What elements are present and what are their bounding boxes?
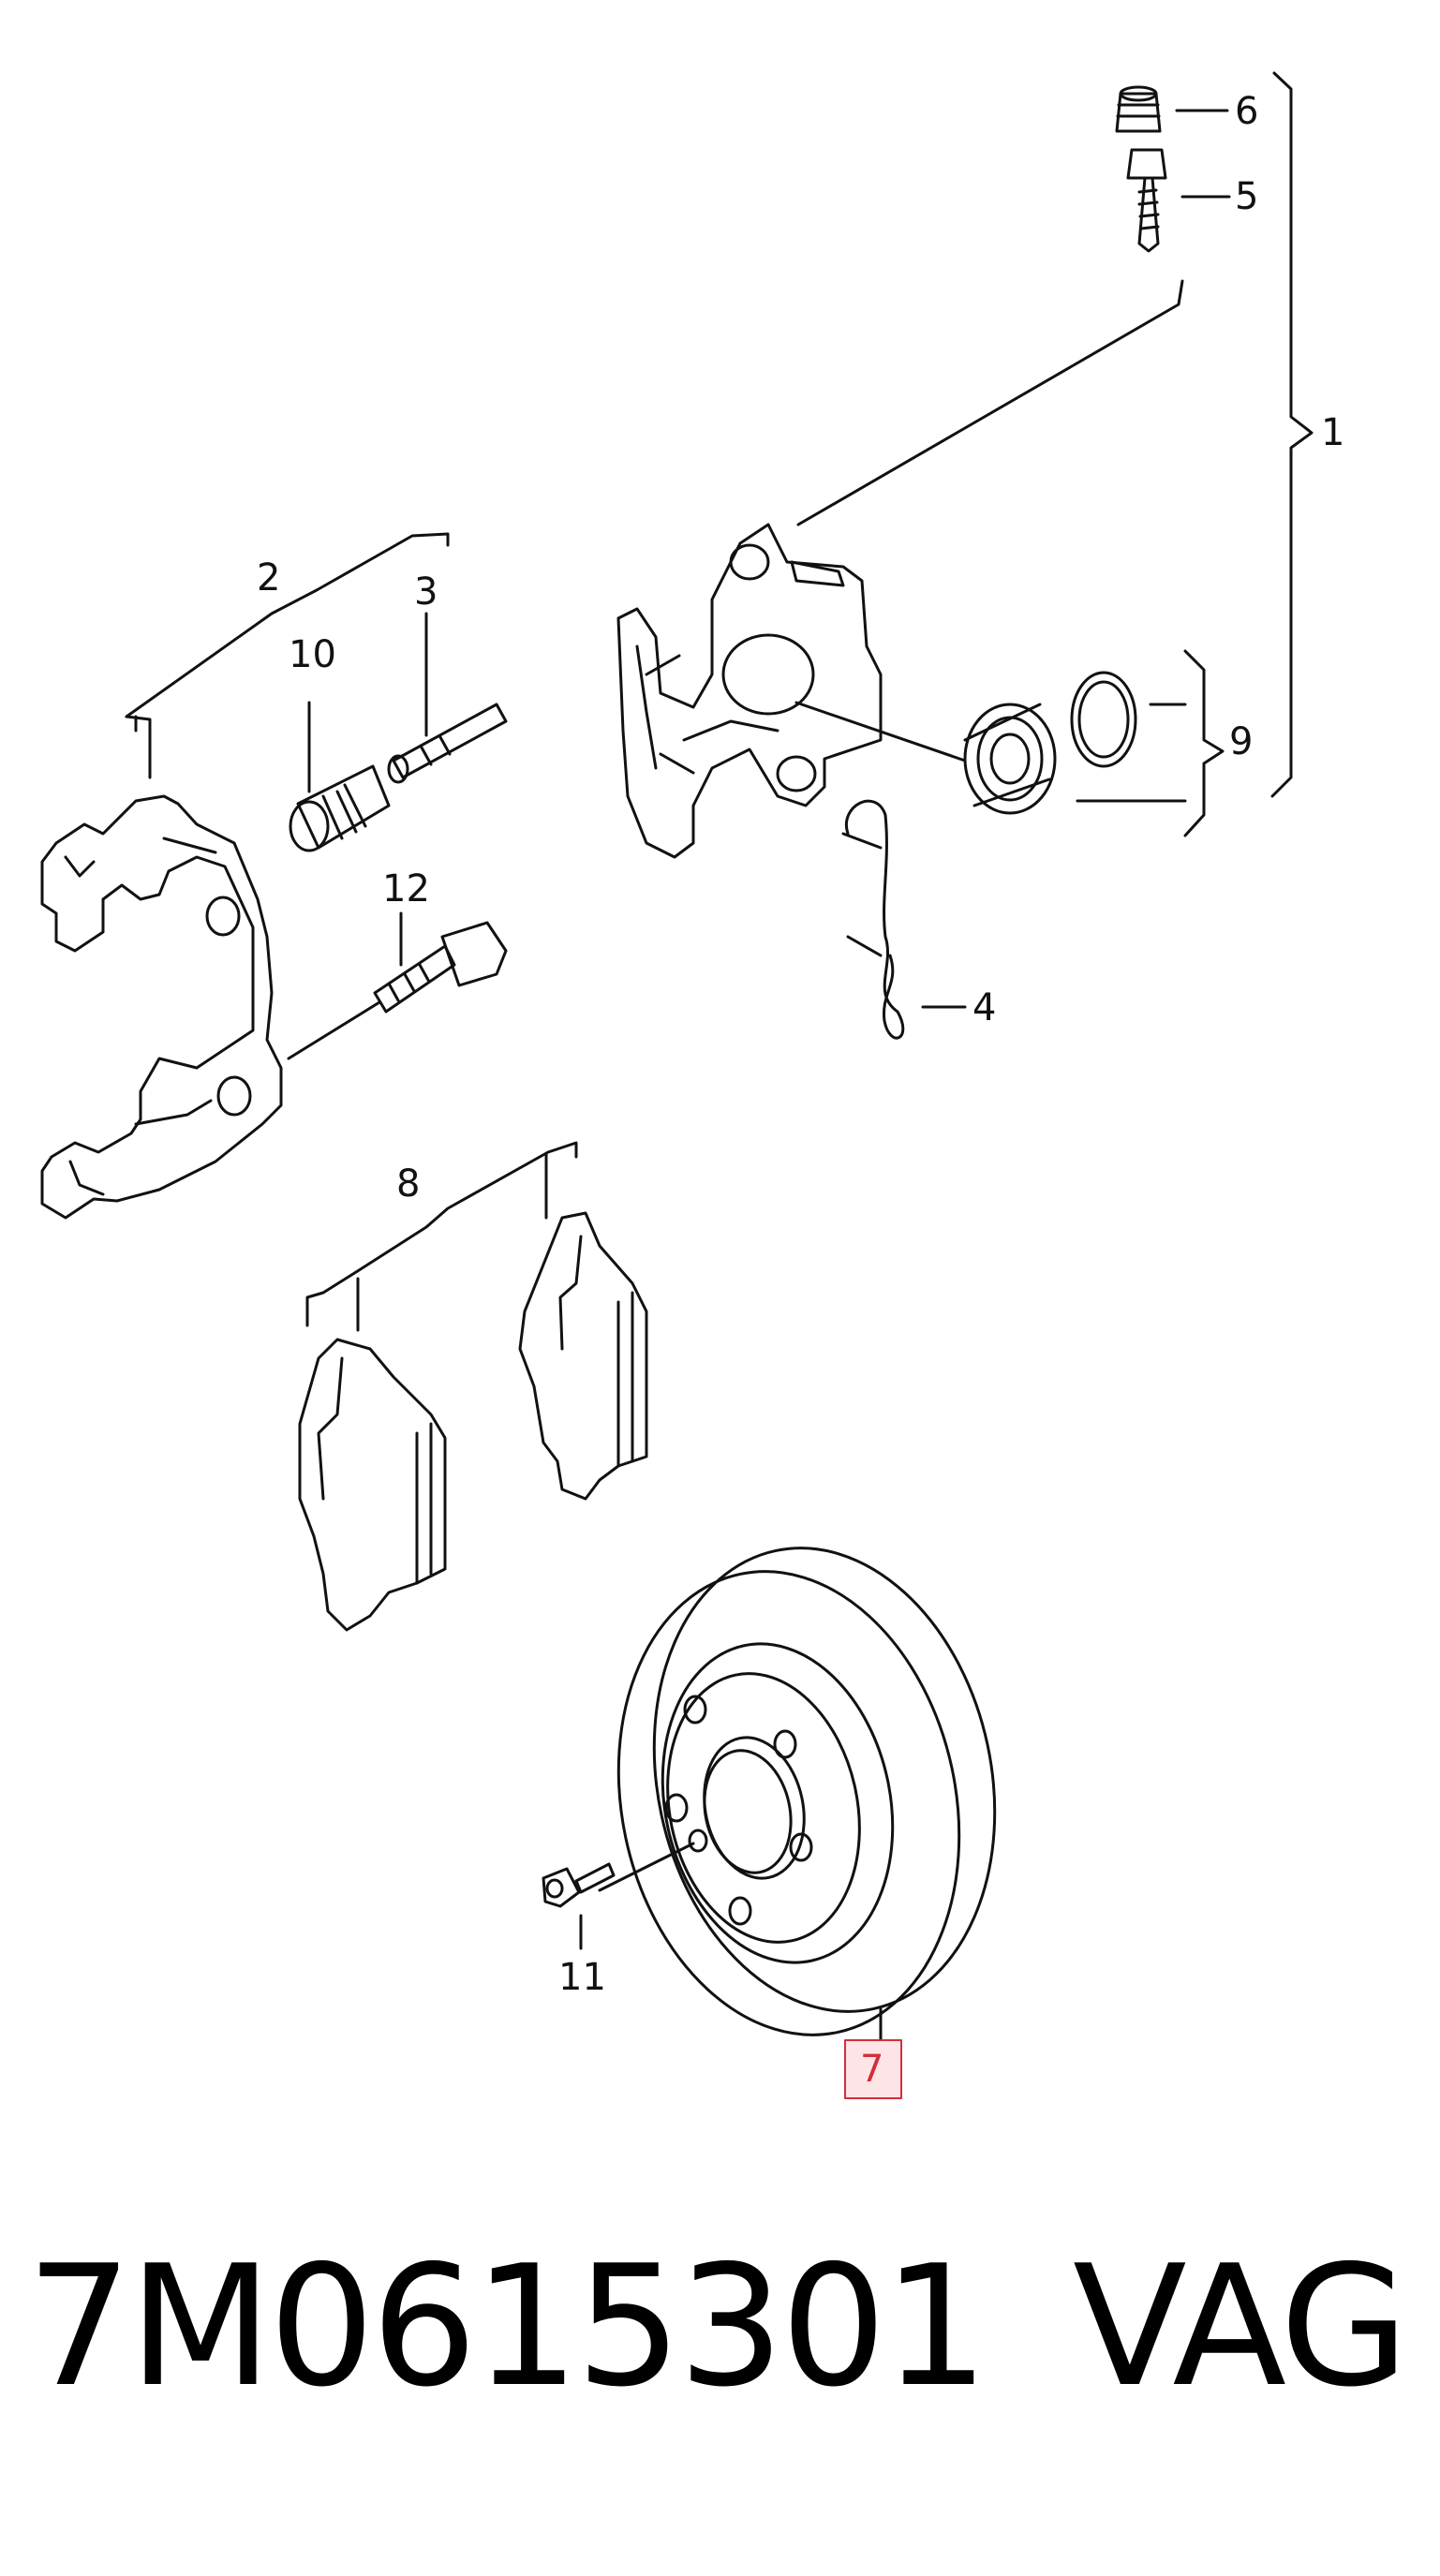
highlight-box-callout-7: [844, 2039, 902, 2099]
bracket-assembly-1: [1270, 71, 1314, 798]
brake-disc-part-7: [598, 1547, 997, 2044]
callout-5: 5: [1235, 175, 1258, 218]
callout-8: 8: [396, 1162, 420, 1206]
guide-bushing-part-10: [289, 701, 391, 852]
callout-9: 9: [1229, 720, 1253, 763]
brake-exploded-diagram: 6 5 1 2 3 10 9 12 4 8 11 7: [40, 71, 1344, 2099]
callout-3: 3: [414, 570, 438, 614]
bleeder-cap-part-6: [1115, 85, 1229, 133]
callout-4: 4: [972, 986, 996, 1029]
callout-6: 6: [1235, 90, 1258, 133]
screw-part-11: [542, 1862, 616, 1950]
brake-pads-part-8: [298, 1141, 648, 1632]
callout-12: 12: [382, 867, 430, 910]
callout-2: 2: [257, 556, 280, 600]
callout-11: 11: [558, 1956, 606, 1999]
part-number-label: 7M0615301: [26, 2229, 989, 2423]
caliper-housing-part-1: [616, 523, 967, 859]
callout-1: 1: [1321, 411, 1344, 454]
wire-part-4: [841, 799, 967, 1040]
brand-label: VAG: [1073, 2229, 1409, 2423]
guide-pin-part-3: [387, 612, 508, 784]
callout-7[interactable]: 7: [860, 2048, 883, 2091]
bleeder-screw-part-5: [796, 148, 1231, 526]
callout-10: 10: [289, 633, 336, 676]
bolt-part-12: [287, 911, 508, 1060]
piston-seal-part-9: [963, 649, 1225, 837]
caliper-carrier-part-2: [40, 532, 450, 1220]
